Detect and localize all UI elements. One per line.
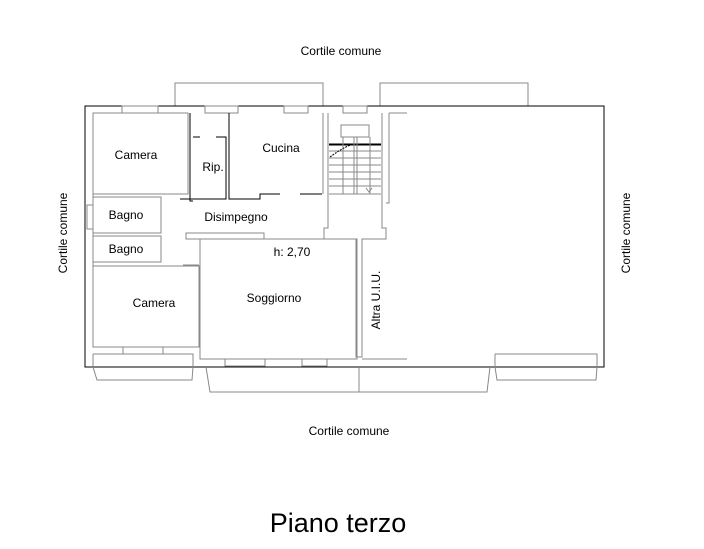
balcony-bottom-left xyxy=(92,353,194,381)
label-disimpegno: Disimpegno xyxy=(204,210,268,224)
plan-title: Piano terzo xyxy=(270,508,407,538)
staircase xyxy=(323,112,407,358)
label-cortile-right: Cortile comune xyxy=(619,192,633,273)
label-cortile-top: Cortile comune xyxy=(301,44,382,58)
label-camera-top: Camera xyxy=(115,148,158,162)
label-bagno-2: Bagno xyxy=(109,242,144,256)
label-cortile-bottom: Cortile comune xyxy=(309,424,390,438)
label-bagno-1: Bagno xyxy=(109,208,144,222)
balcony-bottom-right xyxy=(494,353,598,381)
label-ripostiglio: Rip. xyxy=(202,160,223,174)
label-soggiorno: Soggiorno xyxy=(247,291,302,305)
label-altra-uiu: Altra U.I.U. xyxy=(369,271,383,330)
balcony-top-left xyxy=(174,82,324,106)
label-camera-bottom: Camera xyxy=(133,296,176,310)
balcony-bottom-center xyxy=(205,366,491,393)
balcony-top-right xyxy=(379,82,529,106)
label-ceiling-height: h: 2,70 xyxy=(274,245,311,259)
label-cortile-left: Cortile comune xyxy=(56,192,70,273)
label-cucina: Cucina xyxy=(262,141,300,155)
interior-walls xyxy=(92,112,358,360)
